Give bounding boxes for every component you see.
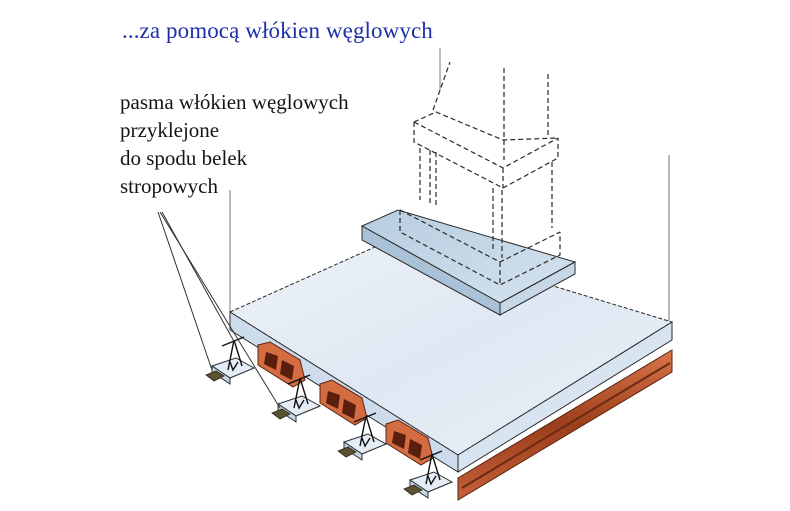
reference-lines — [229, 48, 670, 322]
beam-3 — [337, 412, 388, 461]
annotation-line-4: stropowych — [120, 174, 218, 198]
annotation-leader-lines — [157, 211, 281, 409]
column-outline — [399, 61, 561, 286]
beam-1 — [205, 336, 256, 385]
ceramic-block-3 — [385, 419, 434, 466]
beam-4 — [403, 450, 454, 499]
carbon-strip-1 — [205, 370, 225, 382]
annotation-line-2: przyklejone — [120, 118, 220, 142]
carbon-strip-3 — [337, 446, 357, 458]
ceramic-edge-right — [457, 349, 673, 501]
column-plinth — [360, 209, 577, 316]
annotation-label: pasma włókien węglowych przyklejone do s… — [120, 88, 349, 200]
figure-title: ...za pomocą włókien węglowych — [122, 18, 433, 43]
annotation-line-3: do spodu belek — [120, 146, 248, 170]
floor-beams — [205, 336, 454, 499]
annotation-line-1: pasma włókien węglowych — [120, 90, 349, 114]
carbon-strip-2 — [271, 408, 291, 420]
carbon-strip-4 — [403, 484, 423, 496]
ceramic-block-1 — [257, 341, 306, 388]
ceramic-blocks — [257, 341, 434, 466]
ceramic-block-2 — [319, 379, 368, 426]
beam-2 — [271, 374, 322, 423]
